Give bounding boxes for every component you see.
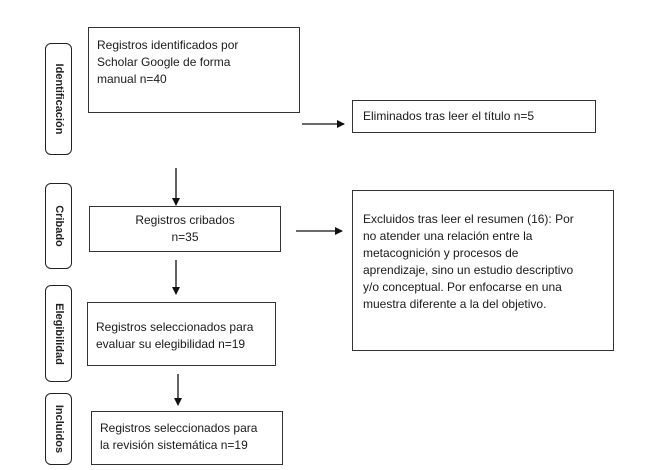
text-excluded-by-abstract: Excluidos tras leer el resumen (16): Por… [363, 212, 574, 311]
text-records-identified: Registros identificados por Scholar Goog… [97, 38, 239, 86]
text-removed-by-title: Eliminados tras leer el título n=5 [363, 109, 535, 123]
stage-tab-screening: Cribado [45, 183, 72, 269]
box-records-screened: Registros cribados n=35 [89, 206, 281, 252]
box-excluded-by-abstract: Excluidos tras leer el resumen (16): Por… [352, 190, 614, 351]
box-eligibility: Registros seleccionados para evaluar su … [87, 302, 276, 366]
text-records-screened: Registros cribados n=35 [135, 213, 235, 244]
stage-tab-identification: Identificación [45, 43, 72, 155]
box-records-identified: Registros identificados por Scholar Goog… [88, 27, 300, 113]
stage-tab-eligibility: Elegibilidad [45, 285, 72, 382]
stage-tab-included: Incluidos [45, 393, 72, 465]
box-removed-by-title: Eliminados tras leer el título n=5 [352, 100, 596, 133]
text-included: Registros seleccionados para la revisión… [100, 421, 258, 452]
box-included: Registros seleccionados para la revisión… [91, 411, 283, 465]
text-eligibility: Registros seleccionados para evaluar su … [96, 320, 254, 351]
